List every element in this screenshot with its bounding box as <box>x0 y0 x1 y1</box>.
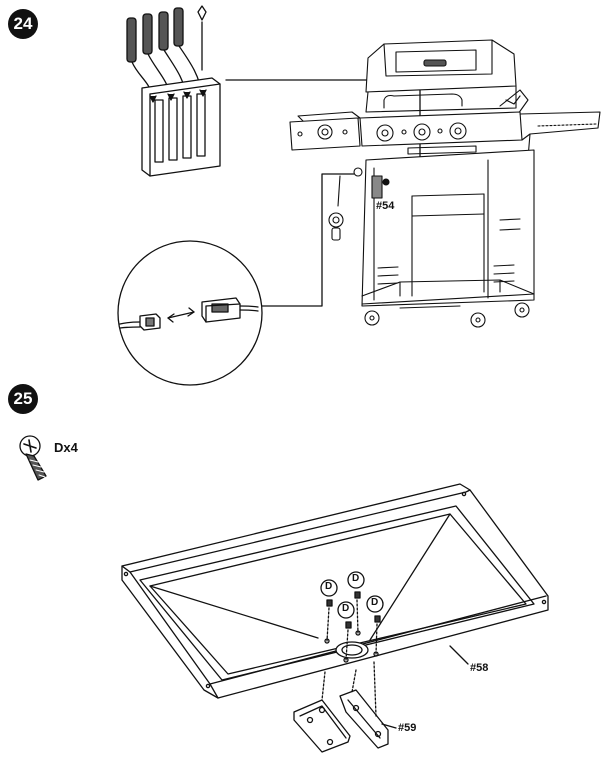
connector-detail-circle <box>117 240 263 386</box>
tray-screws <box>320 571 384 661</box>
part-54-label: #54 <box>376 200 395 212</box>
screw-icon <box>19 435 47 481</box>
bracket-59 <box>293 661 389 753</box>
step-25-badge: 25 <box>8 384 38 414</box>
screw-d-label-3: D <box>342 603 350 614</box>
part-59-label: #59 <box>398 722 417 734</box>
screw-d-label-1: D <box>325 581 333 592</box>
screw-d-label-2: D <box>352 573 360 584</box>
hardware-qty-label: Dx4 <box>54 440 78 455</box>
part-58-label: #58 <box>470 662 489 674</box>
step-24-badge: 24 <box>8 9 38 39</box>
grill-illustration <box>289 39 601 328</box>
screw-d-label-4: D <box>371 597 379 608</box>
igniter-module <box>126 5 221 177</box>
